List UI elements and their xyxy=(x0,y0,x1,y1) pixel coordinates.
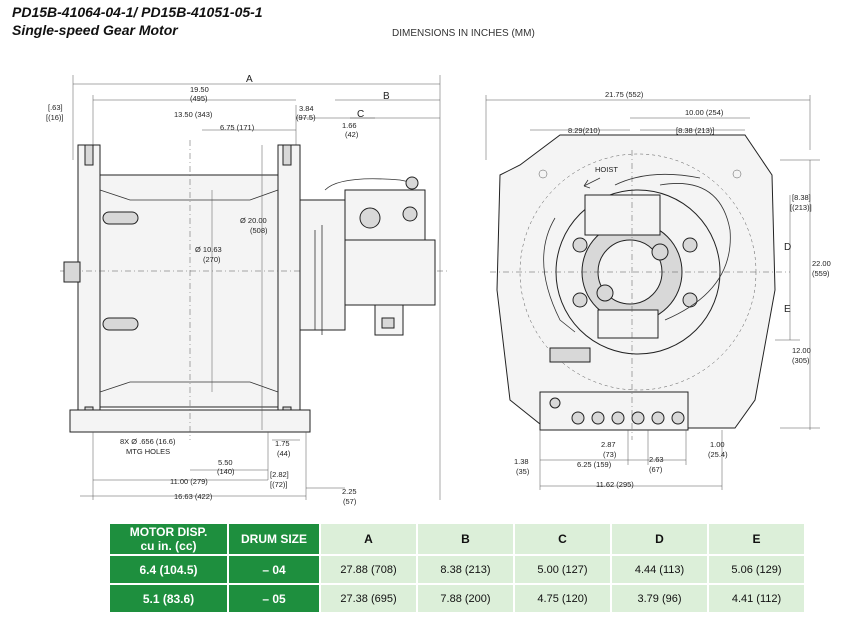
dim-22-00-mm: (559) xyxy=(812,269,830,278)
dim-1-38-mm: (35) xyxy=(516,467,530,476)
cell-e: 4.41 (112) xyxy=(709,585,804,612)
end-valve-block xyxy=(584,194,661,236)
header-a: A xyxy=(321,524,416,554)
cell-disp: 6.4 (104.5) xyxy=(110,556,227,583)
table-header-row: MOTOR DISP. cu in. (cc) DRUM SIZE A B C … xyxy=(110,524,804,554)
dim-2-25: 2.25 xyxy=(342,487,357,496)
dim-a-letter: A xyxy=(246,74,253,85)
dim-11-62: 11.62 (295) xyxy=(596,480,634,489)
dimensions-note: DIMENSIONS IN INCHES (MM) xyxy=(392,28,535,39)
table-row: 6.4 (104.5) – 04 27.88 (708) 8.38 (213) … xyxy=(110,556,804,583)
dim-1-75-mm: (44) xyxy=(277,449,291,458)
cell-drum: – 04 xyxy=(229,556,319,583)
header-c: C xyxy=(515,524,610,554)
dim-11-00: 11.00 (279) xyxy=(170,477,208,486)
end-view: 21.75 (552) 10.00 (254) 8.29(210) [8.38 … xyxy=(485,90,831,490)
dim-2-25-mm: (57) xyxy=(343,497,357,506)
dim-10-00: 10.00 (254) xyxy=(685,108,724,117)
dim-6-25: 6.25 (159) xyxy=(577,460,612,469)
dim-5-50: 5.50 xyxy=(218,458,233,467)
holes-note-1: 8X Ø .656 (16.6) xyxy=(120,437,176,446)
drum xyxy=(99,174,279,408)
header-e: E xyxy=(709,524,804,554)
dim-22-00: 22.00 xyxy=(812,259,831,268)
cell-c: 4.75 (120) xyxy=(515,585,610,612)
header-drum-size: DRUM SIZE xyxy=(229,524,319,554)
dim-16-63: 16.63 (422) xyxy=(174,492,213,501)
cell-drum: – 05 xyxy=(229,585,319,612)
dim-1-38: 1.38 xyxy=(514,457,529,466)
dim-13-50: 13.50 (343) xyxy=(174,110,213,119)
dim-1-66: 1.66 xyxy=(342,121,357,130)
model-title: PD15B-41064-04-1/ PD15B-41051-05-1 xyxy=(12,4,263,20)
holes-note-2: MTG HOLES xyxy=(126,447,170,456)
motor-body xyxy=(344,239,436,306)
dim-d-letter: D xyxy=(784,242,791,253)
header-motor-disp-line1: MOTOR DISP. xyxy=(129,525,208,539)
dim-12-00-mm: (305) xyxy=(792,356,810,365)
dim-10-63: Ø 10.63 xyxy=(195,245,222,254)
dim-063-mm: [(16)] xyxy=(46,113,64,122)
dim-1-00-mm: (25.4) xyxy=(708,450,728,459)
dim-3-84: 3.84 xyxy=(299,104,314,113)
side-view: A B C 19.50 (495) 13.50 (343) 3.84 (97.5… xyxy=(46,74,450,506)
cell-b: 7.88 (200) xyxy=(418,585,513,612)
cell-a: 27.38 (695) xyxy=(321,585,416,612)
cell-d: 4.44 (113) xyxy=(612,556,707,583)
header-d: D xyxy=(612,524,707,554)
motor-adapter xyxy=(299,199,346,331)
dim-12-00: 12.00 xyxy=(792,346,811,355)
header-motor-disp: MOTOR DISP. cu in. (cc) xyxy=(110,524,227,554)
dim-e-letter: E xyxy=(784,304,791,315)
dim-b-letter: B xyxy=(383,91,390,102)
dim-2-82-mm: [(72)] xyxy=(270,480,288,489)
dim-10-63-mm: (270) xyxy=(203,255,221,264)
cell-b: 8.38 (213) xyxy=(418,556,513,583)
dim-2-87-mm: (73) xyxy=(603,450,617,459)
dim-2-63-mm: (67) xyxy=(649,465,663,474)
header-b: B xyxy=(418,524,513,554)
cell-d: 3.79 (96) xyxy=(612,585,707,612)
technical-drawing: A B C 19.50 (495) 13.50 (343) 3.84 (97.5… xyxy=(46,74,831,506)
dim-6-75: 6.75 (171) xyxy=(220,123,255,132)
dim-5-50-mm: (140) xyxy=(217,467,235,476)
product-subtitle: Single-speed Gear Motor xyxy=(12,22,178,38)
cell-c: 5.00 (127) xyxy=(515,556,610,583)
left-flange xyxy=(77,144,101,428)
dim-19-50: 19.50 xyxy=(190,85,209,94)
dim-1-75: 1.75 xyxy=(275,439,290,448)
cell-disp: 5.1 (83.6) xyxy=(110,585,227,612)
dim-21-75: 21.75 (552) xyxy=(605,90,644,99)
dim-8-38-top: [8.38 (213)] xyxy=(676,126,714,135)
specification-table: MOTOR DISP. cu in. (cc) DRUM SIZE A B C … xyxy=(108,522,806,614)
header-motor-disp-line2: cu in. (cc) xyxy=(140,539,197,553)
dim-2-63: 2.63 xyxy=(649,455,664,464)
dim-c-letter: C xyxy=(357,109,364,120)
dim-3-84-mm: (97.5) xyxy=(296,113,316,122)
dim-1-66-mm: (42) xyxy=(345,130,359,139)
cell-a: 27.88 (708) xyxy=(321,556,416,583)
dim-8-38-side: [8.38] xyxy=(792,193,811,202)
dim-20-00: Ø 20.00 xyxy=(240,216,267,225)
dim-1-00: 1.00 xyxy=(710,440,725,449)
dim-2-87: 2.87 xyxy=(601,440,616,449)
hoist-label: HOIST xyxy=(595,165,618,174)
dim-8-38-side-mm: [(213)] xyxy=(790,203,812,212)
dim-063: [.63] xyxy=(48,103,63,112)
dim-8-29: 8.29(210) xyxy=(568,126,601,135)
table-row: 5.1 (83.6) – 05 27.38 (695) 7.88 (200) 4… xyxy=(110,585,804,612)
right-flange xyxy=(277,144,301,428)
cell-e: 5.06 (129) xyxy=(709,556,804,583)
dim-2-82: [2.82] xyxy=(270,470,289,479)
dim-20-00-mm: (508) xyxy=(250,226,268,235)
end-base xyxy=(539,391,689,431)
dim-19-50-mm: (495) xyxy=(190,94,208,103)
